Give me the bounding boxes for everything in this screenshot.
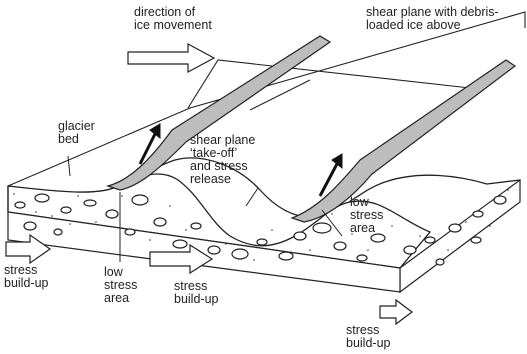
label-stress-right: stress build-up: [346, 324, 390, 350]
label-stress-mid: stress build-up: [174, 280, 218, 306]
label-direction: direction of ice movement: [134, 6, 212, 32]
label-low-stress-left: low stress area: [104, 266, 137, 305]
label-low-stress-right: low stress area: [350, 196, 383, 235]
ice-movement-arrow: [128, 44, 214, 72]
label-stress-left: stress build-up: [4, 264, 48, 290]
ice-surface-outline: [8, 12, 525, 186]
shear-plane-right: [292, 60, 515, 222]
label-glacier-bed: glacier bed: [58, 120, 95, 146]
label-shear-debris: shear plane with debris- loaded ice abov…: [366, 6, 499, 32]
label-takeoff: shear plane ‘take-off’ and stress releas…: [190, 134, 255, 186]
stress-arrow-right: [380, 300, 412, 324]
